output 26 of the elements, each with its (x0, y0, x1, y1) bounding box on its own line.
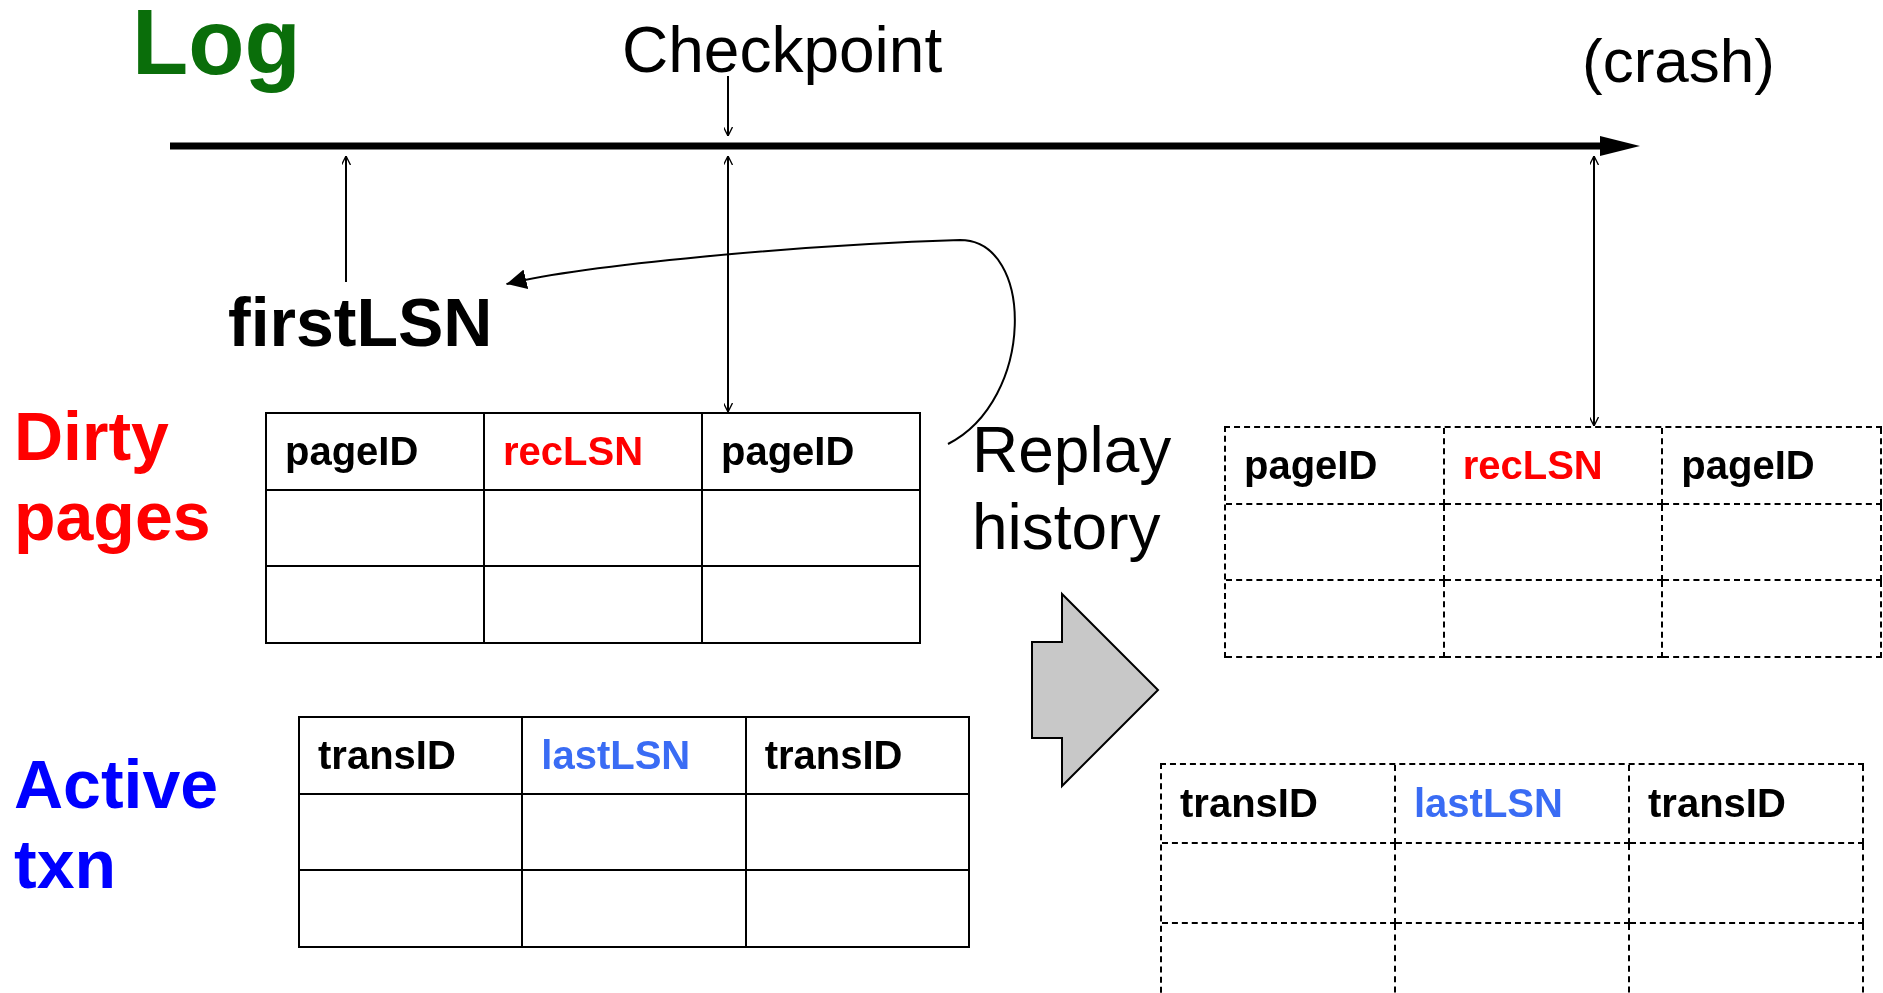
checkpoint-label: Checkpoint (622, 12, 943, 89)
pointer-arrow (1588, 155, 1600, 427)
column-header: pageID (267, 414, 485, 491)
first-lsn-label: firstLSN (228, 282, 493, 364)
pointer-arrow (722, 75, 734, 137)
table-title: Active txn (14, 745, 220, 905)
column-header: lastLSN (1396, 765, 1630, 845)
column-header: transID (1630, 765, 1864, 845)
column-header: recLSN (485, 414, 703, 491)
column-header: transID (746, 718, 970, 795)
pointer-arrow (340, 155, 352, 283)
crash-label: (crash) (1582, 24, 1775, 99)
block-arrow (1031, 591, 1160, 789)
log-title: Log (132, 0, 301, 91)
column-header: pageID (1226, 428, 1445, 505)
column-header: transID (300, 718, 524, 795)
column-header: transID (1162, 765, 1396, 845)
pointer-arrow (722, 155, 734, 413)
column-header: pageID (703, 414, 921, 491)
column-header: pageID (1663, 428, 1882, 505)
curved-arrow (505, 239, 1016, 445)
table-title: Dirty pages (14, 397, 212, 557)
column-header: recLSN (1444, 428, 1664, 505)
replay-history-label: Replay history (972, 412, 1212, 566)
column-header: lastLSN (523, 718, 747, 795)
log-timeline-arrow (170, 136, 1640, 156)
